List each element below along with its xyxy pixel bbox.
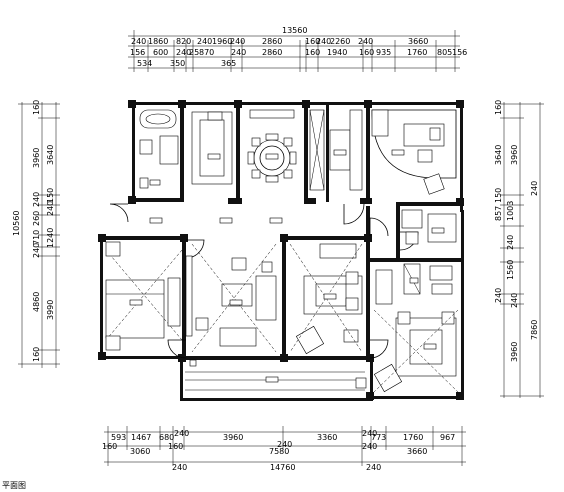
dim-bottom: 240 bbox=[362, 429, 377, 438]
dim-right: 3640 bbox=[494, 145, 503, 165]
dim-bottom: 593 bbox=[111, 433, 126, 442]
dim-bottom2: 7580 bbox=[269, 447, 289, 456]
dim-right: 240 bbox=[494, 288, 503, 303]
dim-top: 1860 bbox=[148, 37, 168, 46]
dim-right: 857 bbox=[494, 206, 503, 221]
dim-left2: 240 bbox=[46, 201, 55, 216]
dim-overall-left: 10560 bbox=[12, 211, 21, 236]
dim-top: 240 bbox=[197, 37, 212, 46]
dim-right: 1003 bbox=[506, 201, 515, 221]
dim-left: 240 bbox=[32, 243, 41, 258]
dim-right: 240 bbox=[506, 235, 515, 250]
interior-walls bbox=[98, 100, 464, 400]
dim-right2: 240 bbox=[510, 293, 519, 308]
dim-bottom: 3360 bbox=[317, 433, 337, 442]
left-dimensions: 10560 160 3960 240 260 710 240 4860 160 … bbox=[12, 100, 60, 368]
doors bbox=[109, 203, 419, 359]
furniture bbox=[105, 109, 459, 393]
dim-left2: 3990 bbox=[46, 300, 55, 320]
dim-left: 3960 bbox=[32, 148, 41, 168]
dim-left2: 1240 bbox=[46, 228, 55, 248]
exterior-walls bbox=[100, 102, 464, 401]
dim-top3: 350 bbox=[170, 59, 185, 68]
dim-top2: 156 bbox=[452, 48, 467, 57]
dim-bottom: 240 bbox=[277, 440, 292, 449]
dim-top2: 1760 bbox=[407, 48, 427, 57]
dim-top2: 935 bbox=[376, 48, 391, 57]
dim-left: 710 bbox=[32, 230, 41, 245]
dim-left: 160 bbox=[32, 347, 41, 362]
top-dimensions: 13560 240 1860 820 240 1960 240 2860 160… bbox=[128, 26, 467, 72]
dim-top3: 365 bbox=[221, 59, 236, 68]
dim-right: 3960 bbox=[510, 342, 519, 362]
drawing-title: 平面图 bbox=[2, 481, 26, 490]
dim-bottom: 3960 bbox=[223, 433, 243, 442]
dim-top: 2260 bbox=[330, 37, 350, 46]
dim-left2: 150 bbox=[46, 188, 55, 203]
dim-top2: 240 bbox=[231, 48, 246, 57]
dim-top-lead: 240 bbox=[131, 37, 146, 46]
dim-top2: 805 bbox=[437, 48, 452, 57]
dim-bottom3: 240 bbox=[172, 463, 187, 472]
dim-top: 2860 bbox=[262, 37, 282, 46]
dim-top2: 240 bbox=[176, 48, 191, 57]
dim-bottom2: 240 bbox=[362, 442, 377, 451]
dim-top: 240 bbox=[230, 37, 245, 46]
dim-top2: 160 bbox=[305, 48, 320, 57]
dim-left2: 3640 bbox=[46, 145, 55, 165]
dim-bottom2: 160 bbox=[168, 442, 183, 451]
dim-right: 160 bbox=[494, 100, 503, 115]
dim-bottom: 240 bbox=[174, 429, 189, 438]
dim-bottom2: 3060 bbox=[130, 447, 150, 456]
dim-top3: 534 bbox=[137, 59, 152, 68]
dim-overall-right: 240 bbox=[530, 181, 539, 196]
dim-right2: 7860 bbox=[530, 320, 539, 340]
right-dimensions: 240 160 3640 150 857 1003 240 1560 240 3… bbox=[494, 100, 544, 398]
dim-left: 4860 bbox=[32, 292, 41, 312]
room-tags bbox=[129, 149, 445, 383]
dim-right2: 3960 bbox=[510, 145, 519, 165]
dim-right: 150 bbox=[494, 188, 503, 203]
dim-top2: 2860 bbox=[262, 48, 282, 57]
dim-top2: 160 bbox=[359, 48, 374, 57]
dim-bottom: 773 bbox=[371, 433, 386, 442]
dim-top: 160 bbox=[305, 37, 320, 46]
dim-left: 260 bbox=[32, 211, 41, 226]
dim-bottom: 1467 bbox=[131, 433, 151, 442]
dim-bottom2: 3660 bbox=[407, 447, 427, 456]
dim-overall-top: 13560 bbox=[282, 26, 307, 35]
dim-top2: 1940 bbox=[327, 48, 347, 57]
dim-top2: 25 bbox=[189, 48, 199, 57]
dim-top: 3660 bbox=[408, 37, 428, 46]
dim-left: 160 bbox=[32, 100, 41, 115]
dim-left: 240 bbox=[32, 192, 41, 207]
dim-bottom: 1760 bbox=[403, 433, 423, 442]
dim-right: 1560 bbox=[506, 260, 515, 280]
dim-top: 240 bbox=[316, 37, 331, 46]
dim-bottom2: 160 bbox=[102, 442, 117, 451]
dim-bottom3: 14760 bbox=[270, 463, 295, 472]
dim-top2: 156 bbox=[130, 48, 145, 57]
dim-top2: 870 bbox=[199, 48, 214, 57]
dim-top: 240 bbox=[358, 37, 373, 46]
dim-bottom: 680 bbox=[159, 433, 174, 442]
dim-bottom: 967 bbox=[440, 433, 455, 442]
dim-top: 1960 bbox=[212, 37, 232, 46]
bottom-dimensions: 593 1467 680 240 3960 240 3360 240 773 1… bbox=[102, 426, 466, 472]
dim-bottom3: 240 bbox=[366, 463, 381, 472]
dim-top: 820 bbox=[176, 37, 191, 46]
dim-top2: 600 bbox=[153, 48, 168, 57]
